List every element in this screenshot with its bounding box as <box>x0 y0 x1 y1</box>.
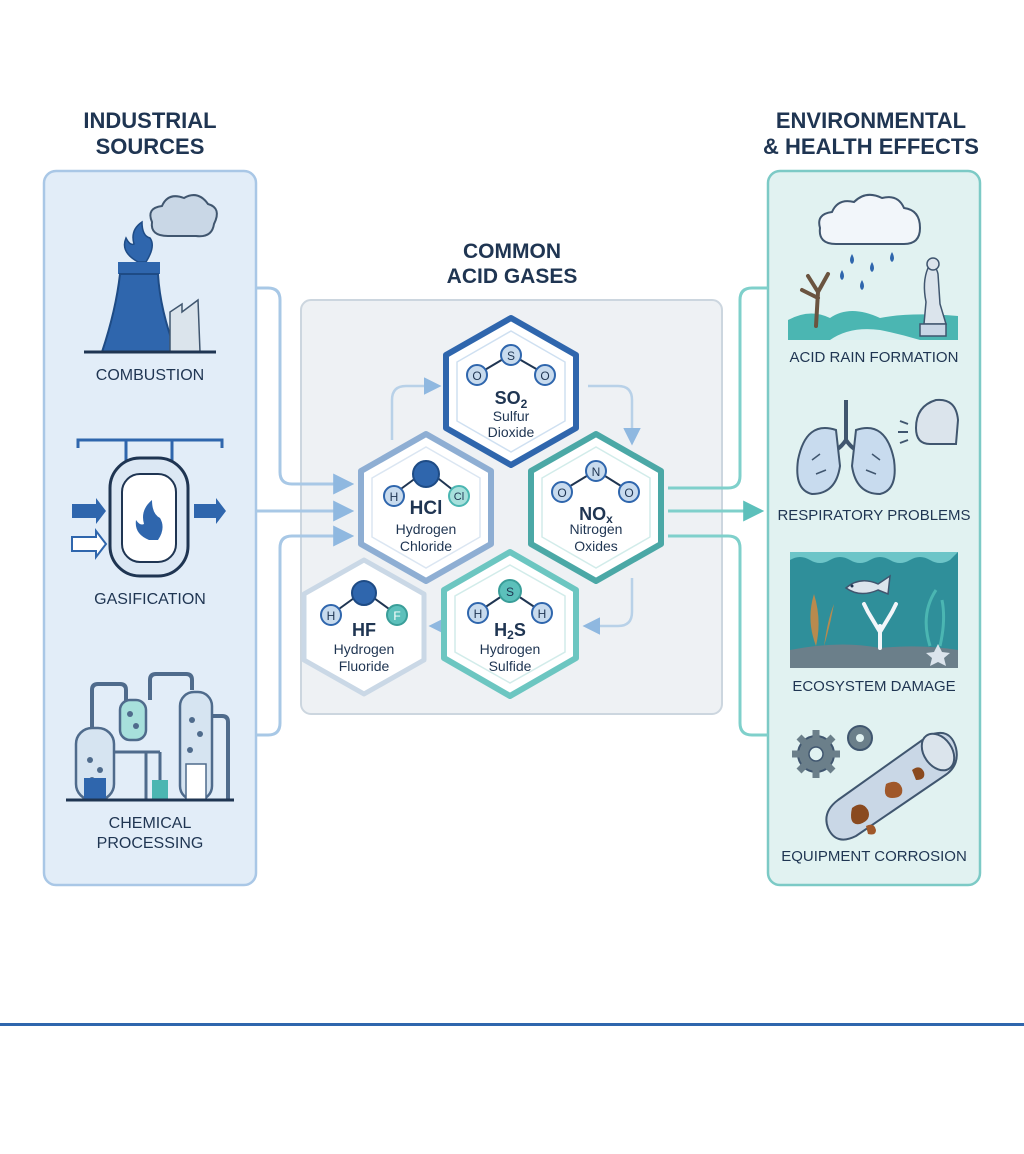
h2s-name-line2: Sulfide <box>489 658 532 674</box>
acid-rain-icon <box>788 193 958 340</box>
nox-name-line2: Oxides <box>574 538 618 554</box>
h2s-name-line1: Hydrogen <box>480 641 541 657</box>
corroded-pipe-icon <box>792 725 958 841</box>
gas-hex-h2s: S H H H2S Hydrogen Sulfide <box>441 549 579 699</box>
source-connectors <box>256 286 355 737</box>
sources-title: INDUSTRIAL SOURCES <box>83 108 216 159</box>
so2-atom-o2: O <box>540 369 549 383</box>
source-label-chemical-line1: CHEMICAL <box>109 815 192 832</box>
source-label-chemical-line2: PROCESSING <box>97 835 204 852</box>
effect-label-corrosion: EQUIPMENT CORROSION <box>781 848 967 865</box>
effects-panel <box>766 169 982 887</box>
hf-formula: HF <box>352 620 376 640</box>
connector-combustion <box>256 286 355 495</box>
gases-title-line2: ACID GASES <box>447 265 578 288</box>
smokestack-flame-icon <box>84 194 218 354</box>
h2s-atom-h2: H <box>538 607 547 621</box>
hcl-atom-cl: Cl <box>454 491 464 503</box>
connector-corrosion <box>668 534 768 737</box>
gas-hex-hf: H F HF Hydrogen Fluoride <box>301 557 427 697</box>
nox-formula: NOx <box>579 504 613 526</box>
hf-atom-h: H <box>327 609 336 623</box>
cycle-arrow-1 <box>390 377 442 440</box>
so2-atom-o1: O <box>472 369 481 383</box>
effect-label-respiratory: RESPIRATORY PROBLEMS <box>777 507 970 524</box>
sources-title-line1: INDUSTRIAL <box>83 108 216 133</box>
nox-name-line1: Nitrogen <box>570 521 623 537</box>
cycle-arrow-2 <box>588 384 641 446</box>
effect-label-acid-rain: ACID RAIN FORMATION <box>790 349 959 366</box>
hcl-atom-h: H <box>390 490 399 504</box>
gases-title: COMMON ACID GASES <box>447 240 578 288</box>
h2s-formula: H2S <box>494 620 526 642</box>
hf-name-line2: Fluoride <box>339 658 390 674</box>
gasifier-vessel-icon <box>71 438 226 578</box>
bottom-divider <box>0 1023 1024 1026</box>
gas-hex-so2: O S O SO2 Sulfur Dioxide <box>443 315 579 468</box>
h2s-atom-s: S <box>506 585 514 599</box>
so2-formula: SO2 <box>495 388 528 411</box>
source-label-combustion: COMBUSTION <box>96 367 204 384</box>
gas-hex-hcl: H Cl HCl Hydrogen Chloride <box>358 431 494 584</box>
ecosystem-icon <box>790 552 958 668</box>
so2-name-line2: Dioxide <box>488 424 535 440</box>
h2s-atom-h1: H <box>474 607 483 621</box>
sources-title-line2: SOURCES <box>96 134 205 159</box>
nox-atom-n: N <box>592 465 601 479</box>
effect-connectors <box>668 286 768 737</box>
effects-title: ENVIRONMENTAL & HEALTH EFFECTS <box>763 108 979 159</box>
nox-atom-o1: O <box>557 486 566 500</box>
effect-label-ecosystem: ECOSYSTEM DAMAGE <box>792 678 955 695</box>
gas-hex-nox: O N O NOx Nitrogen Oxides <box>528 431 664 584</box>
chemical-plant-icon <box>66 672 234 802</box>
lungs-icon <box>796 398 960 496</box>
hcl-name-line1: Hydrogen <box>396 521 457 537</box>
connector-acid-rain <box>668 286 768 490</box>
hf-atom-f: F <box>393 609 400 623</box>
so2-name-line1: Sulfur <box>493 408 530 424</box>
hcl-name-line2: Chloride <box>400 538 452 554</box>
gases-title-line1: COMMON <box>463 240 561 263</box>
effects-title-line2: & HEALTH EFFECTS <box>763 134 979 159</box>
source-label-gasification: GASIFICATION <box>94 591 206 608</box>
effects-title-line1: ENVIRONMENTAL <box>776 108 966 133</box>
cycle-arrow-3 <box>582 578 634 635</box>
nox-atom-o2: O <box>624 486 633 500</box>
connector-chemical <box>256 525 355 737</box>
so2-atom-s: S <box>507 349 515 363</box>
hcl-formula: HCl <box>410 498 443 519</box>
hf-name-line1: Hydrogen <box>334 641 395 657</box>
